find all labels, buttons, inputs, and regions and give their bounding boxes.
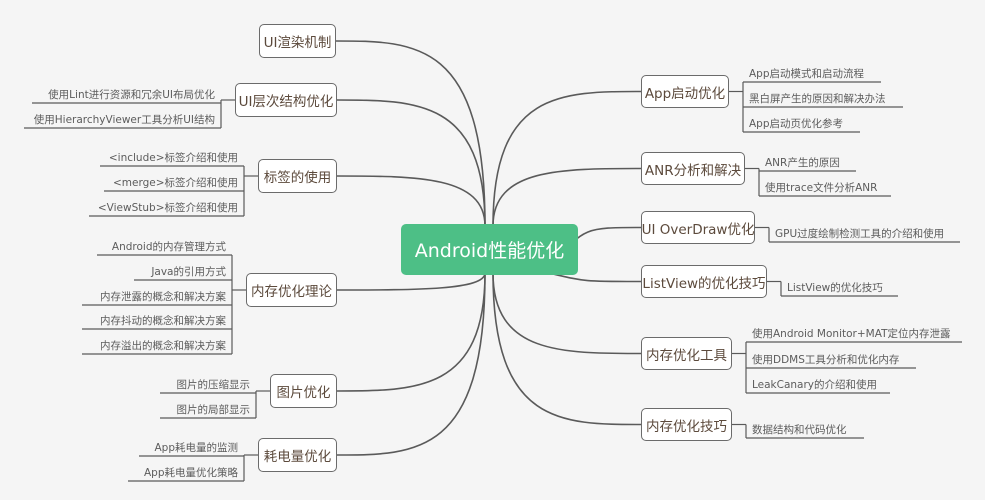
leaf-topic[interactable]: 黑白屏产生的原因和解决办法 xyxy=(749,93,886,105)
leaf-topic[interactable]: 图片的局部显示 xyxy=(176,404,251,416)
leaf-topic[interactable]: App启动页优化参考 xyxy=(749,118,844,130)
leaf-topic[interactable]: GPU过度绘制检测工具的介绍和使用 xyxy=(775,228,945,240)
branch-node[interactable]: ListView的优化技巧 xyxy=(641,265,767,298)
leaf-topic[interactable]: LeakCanary的介绍和使用 xyxy=(752,379,878,391)
leaf-topic[interactable]: <merge>标签介绍和使用 xyxy=(112,177,238,189)
leaf-topic[interactable]: Android的内存管理方式 xyxy=(111,241,226,253)
leaf-topic[interactable]: 使用trace文件分析ANR xyxy=(765,182,878,194)
leaf-topic[interactable]: <ViewStub>标签介绍和使用 xyxy=(97,202,238,214)
leaf-topic[interactable]: 使用Lint进行资源和冗余UI布局优化 xyxy=(48,89,215,101)
leaf-topic[interactable]: 内存泄露的概念和解决方案 xyxy=(100,291,226,303)
leaf-topic[interactable]: ListView的优化技巧 xyxy=(787,282,883,294)
leaf-topic[interactable]: 数据结构和代码优化 xyxy=(752,424,847,436)
leaf-topic[interactable]: 使用HierarchyViewer工具分析UI结构 xyxy=(33,114,215,126)
branch-node[interactable]: 标签的使用 xyxy=(258,159,337,193)
branch-node[interactable]: 图片优化 xyxy=(270,374,337,408)
leaf-topic[interactable]: 图片的压缩显示 xyxy=(176,379,251,391)
leaf-topic[interactable]: 使用DDMS工具分析和优化内存 xyxy=(752,354,900,366)
leaf-topic[interactable]: 内存抖动的概念和解决方案 xyxy=(100,315,226,327)
leaf-topic[interactable]: <include>标签介绍和使用 xyxy=(108,152,238,164)
branch-node[interactable]: UI层次结构优化 xyxy=(235,83,337,117)
leaf-topic[interactable]: App启动模式和启动流程 xyxy=(749,68,865,80)
leaf-topic[interactable]: App耗电量优化策略 xyxy=(143,467,238,479)
branch-node[interactable]: UI OverDraw优化 xyxy=(641,211,755,244)
leaf-topic[interactable]: App耗电量的监测 xyxy=(154,442,238,454)
leaf-topic[interactable]: Java的引用方式 xyxy=(151,266,226,278)
branch-node[interactable]: UI渲染机制 xyxy=(259,24,336,58)
leaf-topic[interactable]: 内存溢出的概念和解决方案 xyxy=(100,340,226,352)
branch-node[interactable]: 内存优化工具 xyxy=(641,337,732,370)
leaf-topic[interactable]: ANR产生的原因 xyxy=(765,157,840,169)
branch-node[interactable]: 内存优化技巧 xyxy=(641,408,732,441)
branch-node[interactable]: App启动优化 xyxy=(641,75,729,108)
branch-node[interactable]: 耗电量优化 xyxy=(258,438,337,472)
leaf-topic[interactable]: 使用Android Monitor+MAT定位内存泄露 xyxy=(752,328,951,340)
branch-node[interactable]: ANR分析和解决 xyxy=(641,152,745,185)
branch-node[interactable]: 内存优化理论 xyxy=(246,273,337,307)
root-topic-android-performance[interactable]: Android性能优化 xyxy=(401,224,578,275)
